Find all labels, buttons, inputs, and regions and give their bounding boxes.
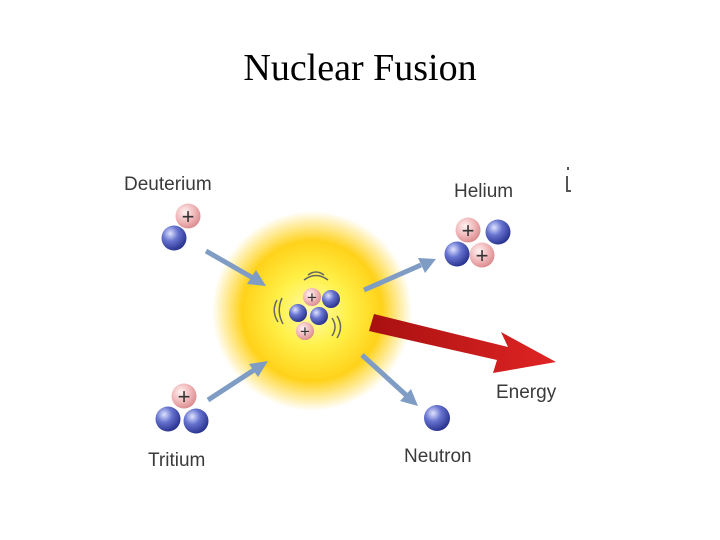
arrow-helium-out [362, 258, 436, 293]
arrow-neutron-out [360, 353, 418, 406]
vibration-lines [273, 271, 342, 339]
cropped-fragment [566, 167, 571, 192]
proton-charge-symbol: + [182, 204, 195, 229]
neutron-particle [424, 405, 450, 431]
proton-charge-symbol: + [476, 243, 489, 268]
proton-charge-symbol: + [462, 218, 475, 243]
arrow-tritium-in [206, 361, 268, 403]
label-energy: Energy [496, 382, 557, 403]
fusion-nucleus: + + [289, 288, 340, 341]
label-deuterium: Deuterium [124, 174, 212, 195]
proton-charge-symbol: + [307, 288, 317, 307]
proton-charge-symbol: + [178, 384, 191, 409]
arrow-deuterium-in [204, 248, 266, 286]
tritium-particle: + [155, 383, 209, 434]
label-helium: Helium [454, 181, 513, 202]
label-neutron: Neutron [404, 446, 472, 467]
energy-arrow [369, 314, 556, 373]
slide-title: Nuclear Fusion [243, 47, 477, 89]
helium-particle: + + [444, 217, 511, 268]
label-tritium: Tritium [148, 450, 205, 471]
proton-charge-symbol: + [300, 322, 310, 341]
deuterium-particle: + [161, 203, 201, 251]
